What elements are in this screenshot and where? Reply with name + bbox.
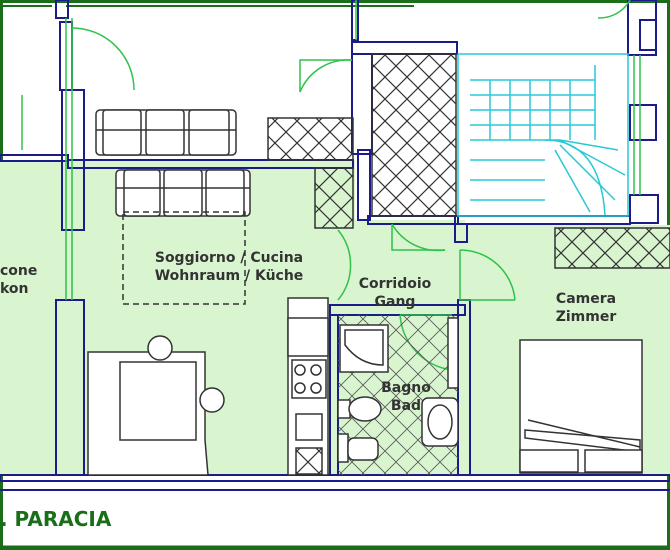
kitchen [287,297,329,476]
sofa-top [95,109,237,156]
room-label-bathroom-1: Bagno [381,380,431,396]
bathroom-fixtures [337,317,459,463]
dining-set [87,335,225,476]
shaft-hatch [371,53,457,217]
doors [21,0,631,371]
room-label-bathroom-2: Bad [391,398,421,414]
sofa-bed-outline [122,211,246,305]
room-label-corridor-2: Gang [375,294,416,310]
bedroom-wardrobe [554,227,670,269]
balcony-floor [0,160,65,475]
room-label-corridor-1: Corridoio [359,276,432,292]
wardrobe-top [267,117,354,161]
cupboard [314,167,354,229]
footer-title: . PARACIA [0,507,112,531]
room-label-balcony-1: cone [0,263,37,279]
room-label-bedroom-1: Camera [556,291,616,307]
stairs [457,53,629,217]
room-label-bedroom-2: Zimmer [556,309,617,325]
bed [519,339,643,474]
walls [0,0,670,491]
room-label-balcony-2: kon [0,281,29,297]
room-label-living-2: Wohnraum / Küche [155,268,304,284]
room-label-living-1: Soggiorno / Cucina [155,250,303,266]
sofa-living [115,169,251,217]
